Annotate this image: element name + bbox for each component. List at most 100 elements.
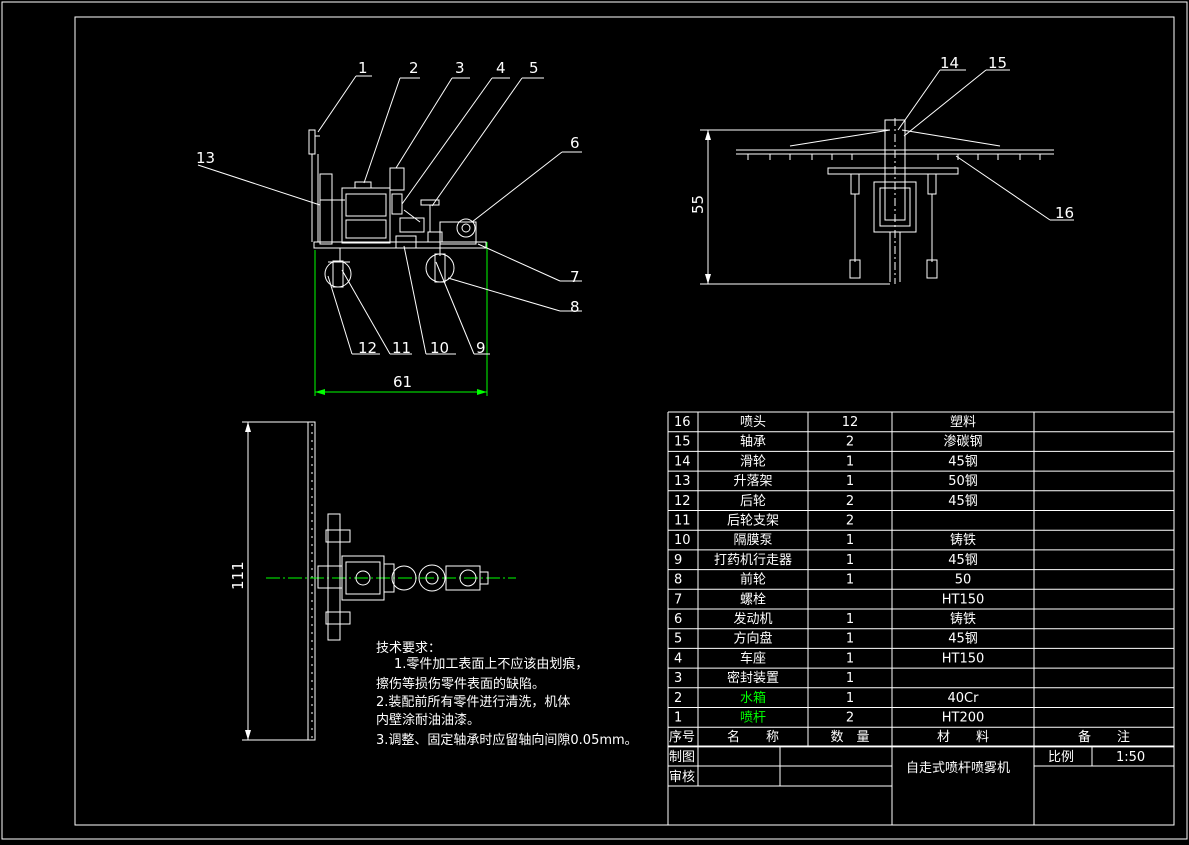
bom-cell-name: 滑轮: [740, 454, 766, 469]
callout-1: 1: [358, 59, 368, 77]
bom-cell-no: 15: [674, 435, 691, 450]
bom-cell-no: 6: [674, 612, 682, 627]
bom-cell-name: 后轮: [740, 494, 766, 509]
callout-3: 3: [455, 59, 465, 77]
bom-cell-name: 螺栓: [740, 592, 766, 607]
bom-cell-qty: 1: [846, 671, 854, 686]
bom-cell-material: 45钢: [948, 553, 978, 568]
dim-top-length: 111: [229, 561, 247, 590]
callout-6: 6: [570, 134, 580, 152]
bom-cell-material: HT150: [942, 592, 985, 607]
inner-frame: [74, 16, 1175, 826]
bom-cell-material: 铸铁: [950, 611, 976, 627]
callout-8: 8: [570, 298, 580, 316]
bom-cell-name: 前轮: [740, 572, 766, 588]
bom-cell-no: 16: [674, 415, 691, 430]
bom-cell-name: 水箱: [740, 690, 766, 706]
bom-cell-name: 轴承: [740, 435, 766, 450]
bom-cell-qty: 1: [846, 632, 854, 647]
bom-cell-qty: 12: [842, 415, 859, 430]
bom-cell-no: 12: [674, 494, 691, 509]
bom-cell-qty: 1: [846, 553, 854, 568]
bom-cell-qty: 1: [846, 533, 854, 548]
bom-cell-material: 45钢: [948, 454, 978, 469]
bom-cell-qty: 1: [846, 612, 854, 627]
tech-line-1: 1.零件加工表面上不应该由划痕，: [394, 656, 588, 672]
bom-cell-no: 7: [674, 592, 682, 607]
side-elevation-view: 55 14 15 16: [689, 54, 1074, 285]
front-elevation-view: 61 1 2 3 4 5 6 7 8 9 10: [196, 59, 582, 396]
bom-cell-no: 11: [674, 514, 691, 529]
callout-10: 10: [430, 339, 449, 357]
bom-cell-material: 塑料: [950, 415, 976, 430]
technical-requirements: 技术要求： 1.零件加工表面上不应该由划痕， 擦伤等损伤零件表面的缺陷。 2.装…: [376, 641, 638, 748]
bom-header-note: 备 注: [1078, 729, 1130, 745]
callout-14: 14: [940, 54, 959, 72]
bom-cell-qty: 2: [846, 494, 854, 509]
bom-cell-material: HT150: [942, 651, 985, 666]
bom-cell-no: 3: [674, 671, 682, 686]
bom-cell-no: 8: [674, 573, 682, 588]
callout-11: 11: [392, 339, 411, 357]
bom-cell-qty: 2: [846, 514, 854, 529]
callout-4: 4: [496, 59, 506, 77]
bom-cell-name: 密封装置: [727, 670, 779, 686]
bom-header-no: 序号: [669, 730, 695, 745]
bom-cell-name: 喷头: [740, 415, 766, 430]
tech-line-3: 2.装配前所有零件进行清洗，机体: [376, 694, 570, 710]
bom-cell-no: 13: [674, 474, 691, 489]
callout-7: 7: [570, 268, 580, 286]
bom-cell-no: 4: [674, 651, 682, 666]
bom-cell-qty: 1: [846, 651, 854, 666]
bom-cell-material: 45钢: [948, 632, 978, 647]
bom-cell-no: 14: [674, 454, 691, 469]
callout-13: 13: [196, 149, 215, 167]
bom-cell-material: 铸铁: [950, 532, 976, 548]
bom-cell-material: 45钢: [948, 494, 978, 509]
bom-cell-qty: 1: [846, 691, 854, 706]
bom-cell-name: 方向盘: [733, 631, 772, 647]
bom-cell-no: 10: [674, 533, 691, 548]
bom-cell-qty: 1: [846, 573, 854, 588]
bom-cell-no: 1: [674, 711, 682, 726]
drawn-label: 制图: [669, 750, 695, 765]
bom-cell-qty: 2: [846, 435, 854, 450]
tech-line-2: 擦伤等损伤零件表面的缺陷。: [376, 676, 545, 692]
bom-cell-name: 后轮支架: [727, 514, 779, 529]
scale-value: 1:50: [1116, 750, 1145, 765]
scale-label: 比例: [1048, 750, 1074, 765]
bom-cell-no: 2: [674, 691, 682, 706]
bom-cell-name: 隔膜泵: [733, 533, 772, 548]
dim-front-width: 61: [393, 373, 412, 391]
tech-line-5: 3.调整、固定轴承时应留轴向间隙0.05mm。: [376, 732, 638, 748]
nozzle-row: [747, 154, 1041, 160]
bom-cell-qty: 1: [846, 474, 854, 489]
dim-side-height: 55: [689, 195, 707, 214]
tech-line-4: 内壁涂耐油油漆。: [376, 712, 480, 728]
bom-cell-material: HT200: [942, 711, 985, 726]
callout-9: 9: [476, 339, 486, 357]
drawing-title: 自走式喷杆喷雾机: [906, 761, 1010, 776]
callout-5: 5: [529, 59, 539, 77]
bom-cell-name: 喷杆: [740, 711, 766, 726]
callout-16: 16: [1055, 204, 1074, 222]
bom-cell-name: 发动机: [733, 611, 772, 627]
bom-header-qty: 数 量: [830, 730, 869, 745]
bom-cell-material: 40Cr: [948, 691, 980, 706]
bom-header-material: 材 料: [937, 730, 989, 745]
callout-15: 15: [988, 54, 1007, 72]
bom-cell-qty: 1: [846, 454, 854, 469]
callout-2: 2: [409, 59, 419, 77]
bom-cell-name: 车座: [740, 650, 766, 666]
bom-cell-material: 渗碳钢: [943, 435, 982, 450]
title-block: 制图 审核 自走式喷杆喷雾机 比例 1:50: [667, 745, 1175, 826]
bom-cell-material: 50: [955, 573, 972, 588]
bom-cell-name: 升落架: [733, 474, 772, 489]
bom-cell-name: 打药机行走器: [714, 553, 792, 568]
bom-cell-qty: 2: [846, 711, 854, 726]
top-plan-view: 111: [229, 421, 516, 741]
